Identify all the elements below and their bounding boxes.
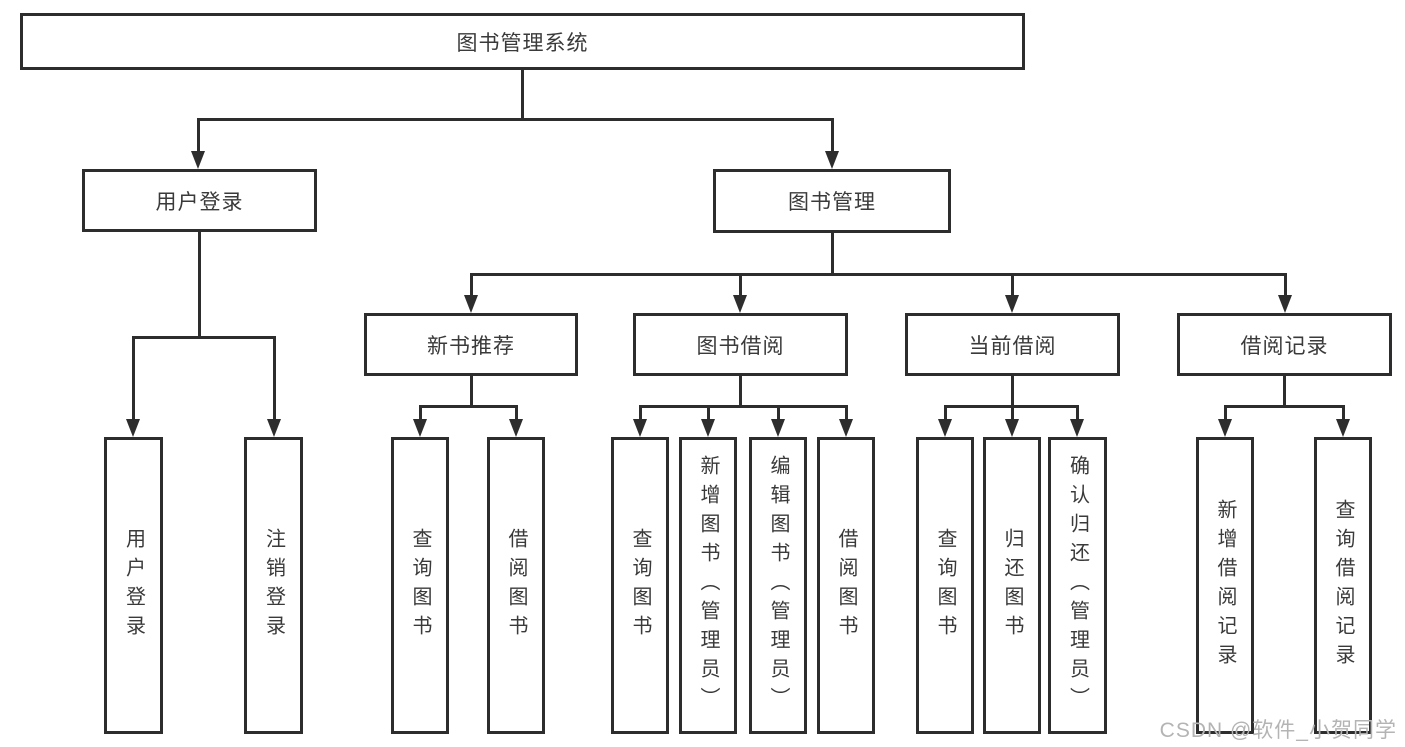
node-book-management: 图书管理	[713, 169, 951, 233]
node-book-borrow: 图书借阅	[633, 313, 848, 376]
leaf-add-borrow-record: 新增借阅记录	[1196, 437, 1254, 734]
arrow-down-icon	[839, 419, 853, 437]
connector-line	[198, 232, 201, 339]
leaf-label: 注销登录	[262, 527, 285, 644]
connector-line	[1011, 273, 1014, 296]
leaf-edit-books-admin: 编辑图书（管理员）	[749, 437, 807, 734]
leaf-add-books-admin: 新增图书（管理员）	[679, 437, 737, 734]
leaf-label: 查询图书	[934, 527, 956, 644]
node-label: 新书推荐	[427, 334, 515, 358]
arrow-down-icon	[733, 295, 747, 313]
connector-line	[1224, 405, 1345, 408]
leaf-label: 归还图书	[1001, 527, 1023, 644]
node-user-login: 用户登录	[82, 169, 317, 232]
node-current-borrow: 当前借阅	[905, 313, 1120, 376]
arrow-down-icon	[413, 419, 427, 437]
connector-line	[739, 273, 742, 296]
node-new-book-recommend: 新书推荐	[364, 313, 578, 376]
connector-line	[639, 405, 642, 421]
connector-line	[1011, 405, 1014, 421]
leaf-query-books: 查询图书	[391, 437, 449, 734]
arrow-down-icon	[1336, 419, 1350, 437]
node-label: 图书借阅	[696, 334, 785, 358]
leaf-label: 新增借阅记录	[1214, 498, 1236, 673]
connector-line	[197, 118, 200, 154]
leaf-label: 借阅图书	[835, 527, 857, 644]
leaf-logout: 注销登录	[244, 437, 303, 734]
leaf-confirm-return-admin: 确认归还（管理员）	[1048, 437, 1107, 734]
node-label: 用户登录	[155, 190, 244, 214]
connector-line	[1342, 405, 1345, 421]
connector-line	[777, 405, 780, 421]
arrow-down-icon	[464, 295, 478, 313]
connector-line	[1076, 405, 1079, 421]
node-label: 借阅记录	[1240, 334, 1329, 358]
leaf-query-books: 查询图书	[916, 437, 974, 734]
arrow-down-icon	[191, 151, 205, 169]
arrow-down-icon	[825, 151, 839, 169]
connector-line	[132, 336, 276, 339]
connector-line	[845, 405, 848, 421]
leaf-label: 查询图书	[629, 527, 651, 644]
leaf-label: 用户登录	[122, 527, 145, 644]
connector-line	[197, 118, 834, 121]
connector-line	[1284, 273, 1287, 296]
leaf-return-books: 归还图书	[983, 437, 1041, 734]
node-root-label: 图书管理系统	[456, 31, 589, 55]
arrow-down-icon	[633, 419, 647, 437]
arrow-down-icon	[1005, 419, 1019, 437]
connector-line	[419, 405, 422, 421]
arrow-down-icon	[1278, 295, 1292, 313]
leaf-label: 查询借阅记录	[1332, 498, 1354, 673]
connector-line	[831, 118, 834, 154]
connector-line	[831, 233, 834, 276]
leaf-label: 借阅图书	[505, 527, 527, 644]
arrow-down-icon	[938, 419, 952, 437]
connector-line	[132, 336, 135, 420]
connector-line	[521, 70, 524, 118]
arrow-down-icon	[701, 419, 715, 437]
csdn-watermark: CSDN @软件_小贺同学	[1159, 719, 1397, 742]
connector-line	[1283, 376, 1286, 408]
node-label: 图书管理	[788, 191, 876, 214]
arrow-down-icon	[1218, 419, 1232, 437]
leaf-borrow-books: 借阅图书	[487, 437, 545, 734]
connector-line	[707, 405, 710, 421]
arrow-down-icon	[126, 419, 140, 437]
node-label: 当前借阅	[968, 334, 1057, 358]
connector-line	[1224, 405, 1227, 421]
connector-line	[1011, 376, 1014, 408]
arrow-down-icon	[1005, 295, 1019, 313]
leaf-borrow-books: 借阅图书	[817, 437, 875, 734]
leaf-label: 确认归还（管理员）	[1066, 455, 1089, 716]
connector-line	[515, 405, 518, 421]
arrow-down-icon	[1070, 419, 1084, 437]
leaf-label: 编辑图书（管理员）	[767, 455, 789, 716]
connector-line	[470, 376, 473, 408]
connector-line	[739, 376, 742, 408]
leaf-label: 查询图书	[409, 527, 431, 644]
node-root: 图书管理系统	[20, 13, 1025, 70]
leaf-user-login: 用户登录	[104, 437, 163, 734]
leaf-label: 新增图书（管理员）	[697, 455, 719, 716]
leaf-query-books: 查询图书	[611, 437, 669, 734]
node-borrow-records: 借阅记录	[1177, 313, 1392, 376]
arrow-down-icon	[771, 419, 785, 437]
connector-line	[470, 273, 473, 296]
connector-line	[470, 273, 1287, 276]
connector-line	[419, 405, 518, 408]
connector-line	[944, 405, 947, 421]
arrow-down-icon	[267, 419, 281, 437]
arrow-down-icon	[509, 419, 523, 437]
connector-line	[639, 405, 848, 408]
leaf-query-borrow-record: 查询借阅记录	[1314, 437, 1372, 734]
connector-line	[273, 336, 276, 420]
